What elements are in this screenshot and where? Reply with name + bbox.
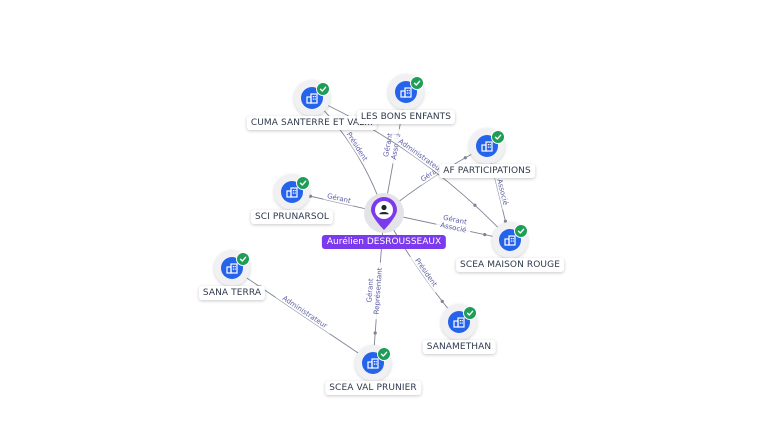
edge-label-bg (410, 252, 441, 293)
edge-arrow (440, 299, 444, 303)
company-label[interactable]: SANAMETHAN (422, 340, 496, 354)
edge-arrow (463, 156, 467, 160)
edge-label-bg (391, 134, 449, 179)
company-label[interactable]: AF PARTICIPATIONS (439, 164, 535, 178)
person-label[interactable]: Aurélien DESROUSSEAUX (321, 235, 447, 249)
edge-label-bg (341, 126, 372, 168)
edge-arrow (483, 233, 487, 237)
edge-label-bg (373, 262, 385, 320)
edge-label: Représentant (373, 267, 384, 315)
edge-label: Administrateur (397, 137, 444, 174)
edge-arrow (473, 203, 477, 207)
company-label[interactable]: CUMA SANTERRE ET VAL... (246, 116, 378, 130)
edge-label-group: Président (341, 126, 372, 168)
edge-label: Associé (495, 178, 509, 206)
company-label[interactable]: SCEA VAL PRUNIER (325, 381, 421, 395)
edge-label-group: Président (410, 252, 441, 293)
check-icon (463, 306, 477, 320)
edge-label: Administrateur (281, 294, 329, 330)
edge-label: Président (345, 131, 369, 163)
edge-label-bg (435, 221, 471, 236)
edge-label: Gérant (326, 192, 352, 205)
company-label[interactable]: SCEA MAISON ROUGE (456, 258, 564, 272)
company-label[interactable]: LES BONS ENFANTS (356, 110, 456, 124)
edge-label-group: Gérant (323, 192, 355, 206)
edge-label-bg (323, 192, 355, 206)
edge-label-group: Associé (494, 174, 510, 210)
edge-label-bg (275, 291, 334, 334)
person-icon[interactable] (370, 197, 398, 231)
edge-label-bg (439, 213, 471, 228)
check-icon (296, 176, 310, 190)
edge-label: Président (413, 257, 438, 289)
check-icon (514, 224, 528, 238)
edge-arrow (373, 331, 377, 335)
check-icon (491, 130, 505, 144)
edge-label-bg (366, 275, 376, 306)
company-label[interactable]: SCI PRUNARSOL (250, 210, 334, 224)
company-label[interactable]: SANA TERRA (198, 286, 266, 300)
edge-label: Gérant (365, 278, 375, 303)
edge-label-group: Administrateur (275, 291, 334, 334)
edge-label-bg (494, 174, 510, 210)
check-icon (236, 252, 250, 266)
edge-label-bg (382, 129, 395, 161)
check-icon (316, 82, 330, 96)
edge-arrow (503, 219, 507, 223)
check-icon (377, 347, 391, 361)
check-icon (410, 76, 424, 90)
